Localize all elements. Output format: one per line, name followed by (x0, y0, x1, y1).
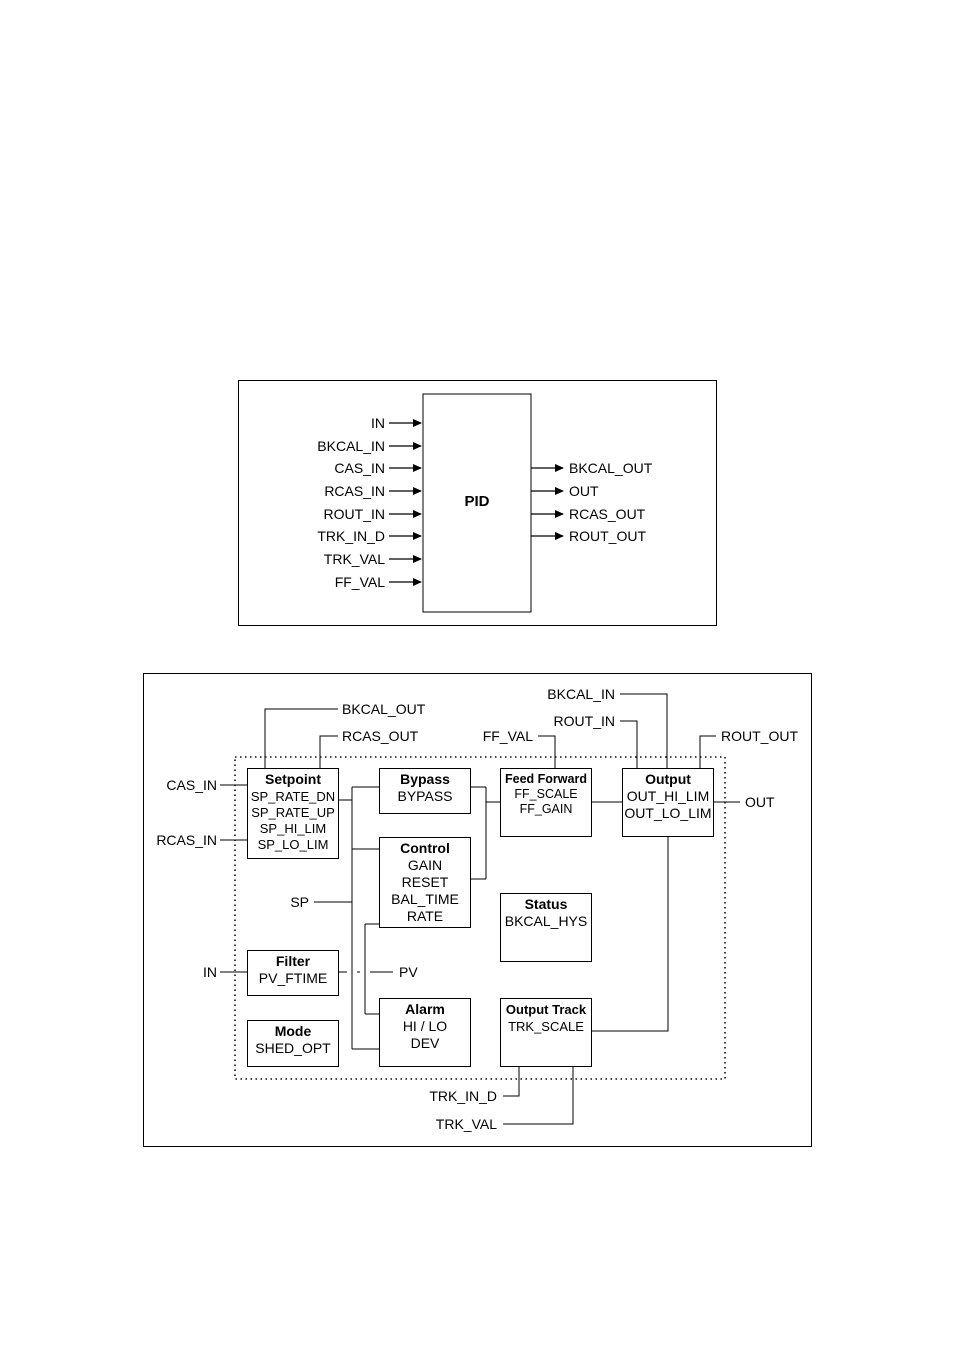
bypass-title: Bypass (400, 771, 450, 787)
setpoint-param: SP_HI_LIM (259, 821, 327, 836)
signal-bkcal-in: BKCAL_IN (547, 686, 615, 702)
signal-bkcal-out: BKCAL_OUT (342, 701, 426, 717)
alarm-title: Alarm (405, 1001, 445, 1017)
pid-input-arrows (389, 419, 422, 586)
setpoint-param: SP_RATE_DN (250, 789, 336, 804)
bypass-box: Bypass BYPASS (379, 768, 471, 814)
pid-output-rout-out: ROUT_OUT (569, 528, 646, 544)
output-track-title: Output Track (505, 1002, 587, 1017)
bypass-param: BYPASS (397, 788, 453, 804)
signal-cas-in: CAS_IN (166, 777, 217, 793)
signal-in: IN (203, 964, 217, 980)
control-param: RESET (401, 874, 449, 890)
signal-rcas-out: RCAS_OUT (342, 728, 419, 744)
mode-param: SHED_OPT (255, 1040, 331, 1056)
feed-forward-box: Feed Forward FF_SCALE FF_GAIN (500, 768, 592, 837)
filter-box: Filter PV_FTIME (247, 950, 339, 996)
pid-output-rcas-out: RCAS_OUT (569, 506, 646, 522)
output-track-box: Output Track TRK_SCALE (500, 998, 592, 1067)
output-box: Output OUT_HI_LIM OUT_LO_LIM (622, 768, 714, 837)
filter-param: PV_FTIME (258, 970, 328, 986)
pid-input-rout-in: ROUT_IN (323, 506, 385, 522)
mode-title: Mode (274, 1023, 312, 1039)
pid-input-cas-in: CAS_IN (334, 460, 385, 476)
pid-input-trk-in-d: TRK_IN_D (317, 528, 385, 544)
status-title: Status (524, 896, 568, 912)
signal-out: OUT (745, 794, 775, 810)
pid-block-diagram-frame (238, 380, 717, 626)
pid-input-in: IN (371, 415, 385, 431)
output-track-param: TRK_SCALE (508, 1019, 584, 1034)
feed-forward-title: Feed Forward (505, 772, 587, 786)
status-param: BKCAL_HYS (504, 913, 588, 929)
control-param: GAIN (407, 857, 443, 873)
signal-sp: SP (290, 894, 309, 910)
output-param: OUT_HI_LIM (626, 788, 710, 804)
alarm-box: Alarm HI / LO DEV (379, 998, 471, 1067)
setpoint-param: SP_RATE_UP (251, 805, 335, 820)
output-param: OUT_LO_LIM (624, 805, 712, 821)
pid-input-bkcal-in: BKCAL_IN (317, 438, 385, 454)
signal-rout-in: ROUT_IN (553, 713, 615, 729)
control-param: RATE (406, 908, 444, 924)
signal-trk-in-d: TRK_IN_D (429, 1088, 497, 1104)
signal-rout-out: ROUT_OUT (721, 728, 798, 744)
pid-block (422, 393, 532, 613)
signal-trk-val: TRK_VAL (435, 1116, 497, 1132)
pid-detail-diagram-frame (143, 673, 812, 1147)
setpoint-param: SP_LO_LIM (257, 837, 329, 852)
control-title: Control (400, 840, 450, 856)
setpoint-title: Setpoint (265, 771, 321, 787)
signal-rcas-in: RCAS_IN (156, 832, 217, 848)
pid-input-rcas-in: RCAS_IN (324, 483, 385, 499)
output-title: Output (645, 771, 691, 787)
pid-input-ff-val: FF_VAL (334, 574, 385, 590)
setpoint-box: Setpoint SP_RATE_DN SP_RATE_UP SP_HI_LIM… (247, 768, 339, 859)
pid-block-label: PID (464, 493, 490, 510)
signal-pv: PV (399, 964, 418, 980)
pid-output-out: OUT (569, 483, 599, 499)
mode-box: Mode SHED_OPT (247, 1020, 339, 1067)
alarm-param: HI / LO (402, 1018, 448, 1034)
pid-output-bkcal-out: BKCAL_OUT (569, 460, 653, 476)
feed-forward-param: FF_SCALE (514, 787, 578, 801)
control-param: BAL_TIME (391, 891, 459, 907)
alarm-param: DEV (410, 1035, 440, 1051)
status-box: Status BKCAL_HYS (500, 893, 592, 962)
pid-input-trk-val: TRK_VAL (323, 551, 385, 567)
signal-ff-val: FF_VAL (482, 728, 533, 744)
pid-output-arrows (531, 464, 564, 540)
control-box: Control GAIN RESET BAL_TIME RATE (379, 837, 471, 928)
filter-title: Filter (275, 953, 311, 969)
feed-forward-param: FF_GAIN (519, 802, 573, 816)
